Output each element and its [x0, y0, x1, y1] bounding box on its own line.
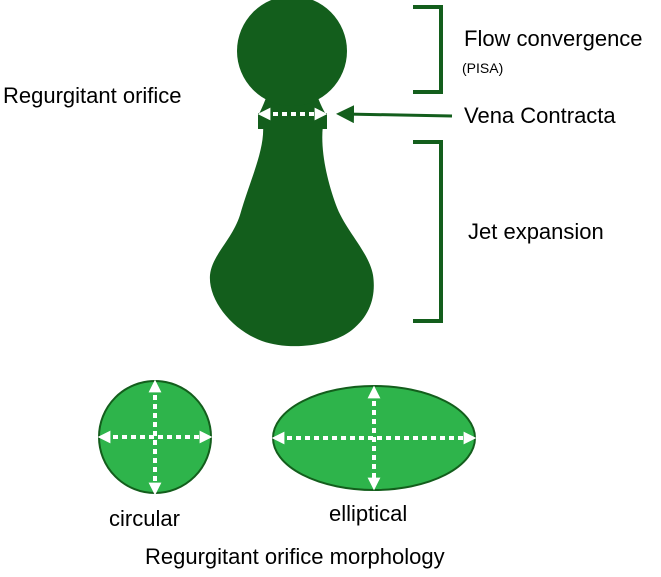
elliptical-orifice-shape-icon: [271, 385, 477, 491]
vena-contracta-label: Vena Contracta: [464, 103, 616, 128]
flow-convergence-ball: [237, 0, 347, 106]
morphology-caption: Regurgitant orifice morphology: [145, 544, 445, 569]
regurgitant-jet-shape-icon: [209, 0, 374, 347]
jet-expansion-shape: [209, 125, 374, 347]
vena-contracta-pointer-arrow: [336, 105, 453, 124]
flow-convergence-bracket: [413, 5, 443, 94]
jet-expansion-bracket: [413, 140, 443, 323]
regurgitant-orifice-label: Regurgitant orifice: [3, 83, 182, 108]
elliptical-label: elliptical: [329, 501, 408, 526]
circular-label: circular: [109, 506, 180, 531]
flow-convergence-label: Flow convergence: [464, 26, 643, 51]
pisa-label: (PISA): [462, 60, 504, 76]
circular-orifice-shape-icon: [97, 379, 213, 496]
jet-expansion-label: Jet expansion: [468, 219, 604, 244]
